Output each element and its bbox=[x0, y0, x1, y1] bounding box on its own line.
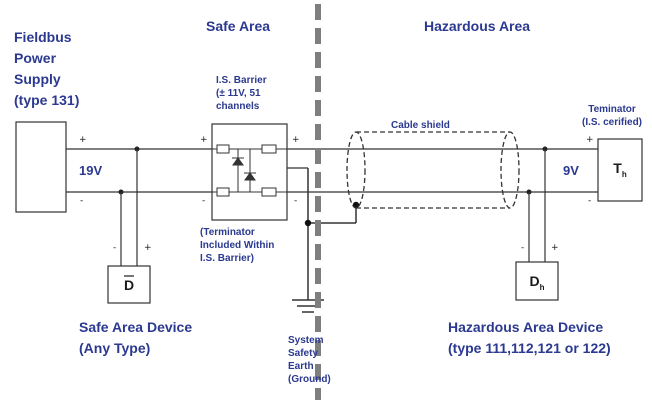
safe-device-symbol: D bbox=[123, 277, 135, 293]
polarity-minus: - bbox=[202, 196, 206, 206]
voltage-left: 19V bbox=[79, 163, 103, 178]
polarity-minus: - bbox=[80, 196, 84, 206]
terminator-label: Teminator (I.S. cerified) bbox=[582, 104, 643, 128]
barrier-internal-circuit bbox=[212, 144, 287, 197]
polarity-plus: + bbox=[586, 135, 594, 145]
terminator-symbol: Th bbox=[598, 160, 642, 179]
terminator-symbol-letter: T bbox=[613, 160, 622, 176]
haz-device-symbol-subscript: h bbox=[539, 282, 545, 292]
haz-device-box bbox=[515, 261, 559, 301]
power-supply-label: Fieldbus Power Supply (type 131) bbox=[14, 29, 80, 108]
polarity-plus: + bbox=[200, 135, 208, 145]
haz-device-symbol: Dh bbox=[516, 273, 558, 292]
safe-area-title: Safe Area bbox=[206, 18, 271, 34]
polarity-minus: - bbox=[113, 243, 117, 253]
safe-device-caption: Safe Area Device (Any Type) bbox=[79, 319, 193, 356]
polarity-plus: + bbox=[144, 243, 152, 253]
haz-device-symbol-letter: D bbox=[529, 273, 540, 289]
polarity-minus: - bbox=[521, 243, 525, 253]
barrier-label: I.S. Barrier (± 11V, 51 channels bbox=[216, 75, 267, 112]
safe-device-box bbox=[107, 265, 151, 304]
polarity-plus: + bbox=[79, 135, 87, 145]
power-supply-box bbox=[15, 121, 67, 213]
cable-shield-label: Cable shield bbox=[391, 120, 450, 131]
hazardous-area-title: Hazardous Area bbox=[424, 18, 531, 34]
voltage-right: 9V bbox=[563, 163, 579, 178]
earth-label: System Safety Earth (Ground) bbox=[288, 335, 331, 385]
polarity-plus: + bbox=[551, 243, 559, 253]
junction-dot bbox=[304, 219, 312, 227]
terminator-box bbox=[597, 138, 643, 202]
haz-device-caption: Hazardous Area Device (type 111,112,121 … bbox=[448, 319, 611, 356]
polarity-plus: + bbox=[292, 135, 300, 145]
polarity-minus: - bbox=[588, 196, 592, 206]
polarity-minus: - bbox=[294, 196, 298, 206]
barrier-terminator-note: (Terminator Included Within I.S. Barrier… bbox=[200, 227, 275, 264]
terminator-symbol-subscript: h bbox=[621, 169, 627, 179]
cable-shield bbox=[346, 131, 520, 209]
